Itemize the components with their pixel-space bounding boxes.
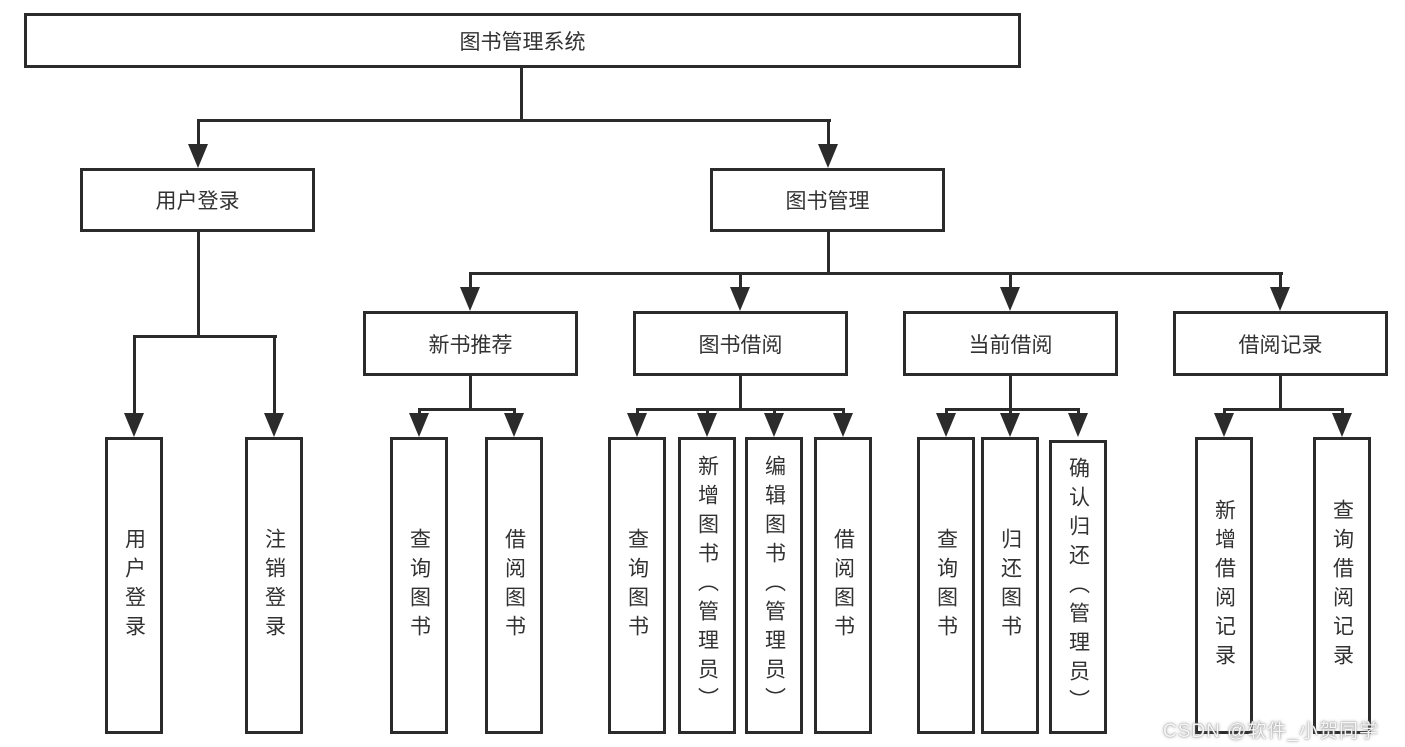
arrowhead-leaf <box>1000 413 1020 437</box>
node-label: 图书管理系统 <box>459 30 586 54</box>
node-label: 查询图书 <box>625 527 649 644</box>
node-label: 图书管理 <box>785 190 870 213</box>
leaf-newbook-borrow-books: 借阅图书 <box>485 437 543 734</box>
connector-new-book-bus <box>418 408 516 411</box>
connector-leaf-shaft <box>133 335 136 415</box>
node-book-management: 图书管理 <box>710 168 945 232</box>
csdn-watermark: CSDN @软件_小贺同学 <box>1163 721 1379 742</box>
node-book-borrowing: 图书借阅 <box>633 311 848 376</box>
connector-leaf-shaft <box>513 408 516 416</box>
leaf-borrow-query-books: 查询图书 <box>608 437 666 734</box>
leaf-current-query-books: 查询图书 <box>917 437 975 734</box>
connector-leaf-shaft <box>636 408 639 416</box>
node-label: 借阅记录 <box>1238 333 1323 357</box>
node-label: 用户登录 <box>155 190 240 213</box>
arrowhead-leaf <box>833 413 853 437</box>
arrowhead-leaf <box>409 413 429 437</box>
arrowhead-borrow-records <box>1270 287 1290 311</box>
arrowhead-leaf <box>264 413 284 437</box>
connector-current-borrow-bus <box>945 408 1080 411</box>
leaf-records-add-borrow-record: 新增借阅记录 <box>1195 437 1253 734</box>
arrowhead-current-borrow <box>1000 287 1020 311</box>
arrowhead-leaf <box>697 413 717 437</box>
node-new-book-recommend: 新书推荐 <box>363 311 578 376</box>
arrowhead-leaf <box>124 413 144 437</box>
arrowhead-leaf <box>1214 413 1234 437</box>
node-borrowing-records: 借阅记录 <box>1173 311 1388 376</box>
connector-leaf-shaft <box>842 408 845 416</box>
connector-leaf-shaft <box>273 335 276 415</box>
connector-leaf-shaft <box>773 408 776 416</box>
connector-leaf-shaft <box>418 408 421 416</box>
connector-current-borrow-stem <box>1009 376 1012 411</box>
arrowhead-leaf <box>1068 413 1088 437</box>
arrowhead-new-book <box>460 287 480 311</box>
leaf-current-return-books: 归还图书 <box>981 437 1039 734</box>
node-label: 借阅图书 <box>502 527 526 644</box>
node-label: 注销登录 <box>262 527 286 644</box>
leaf-current-confirm-return-admin: 确认归还（管理员） <box>1049 440 1107 734</box>
node-label: 当前借阅 <box>968 333 1053 357</box>
leaf-records-query-borrow-record: 查询借阅记录 <box>1313 437 1371 734</box>
node-current-borrowing: 当前借阅 <box>903 311 1118 376</box>
node-label: 编辑图书（管理员） <box>762 455 786 716</box>
connector-new-book-shaft <box>469 272 472 290</box>
node-label: 用户登录 <box>122 527 146 644</box>
leaf-borrow-borrow-books: 借阅图书 <box>814 437 872 734</box>
leaf-newbook-query-books: 查询图书 <box>390 437 448 734</box>
connector-book-borrow-stem <box>739 376 742 411</box>
leaf-borrow-edit-books-admin: 编辑图书（管理员） <box>745 437 803 734</box>
node-label: 新增图书（管理员） <box>695 455 719 716</box>
arrowhead-leaf <box>936 413 956 437</box>
leaf-logout: 注销登录 <box>245 437 303 734</box>
connector-borrow-records-bus <box>1223 408 1344 411</box>
connector-leaf-shaft <box>945 408 948 416</box>
connector-user-login-shaft <box>197 119 200 147</box>
node-label: 查询借阅记录 <box>1330 498 1354 673</box>
connector-book-mgmt-stem <box>827 232 830 275</box>
arrowhead-leaf <box>764 413 784 437</box>
connector-level2-bus <box>197 119 831 122</box>
arrowhead-leaf <box>504 413 524 437</box>
connector-book-borrow-bus <box>636 408 845 411</box>
node-label: 查询图书 <box>934 527 958 644</box>
arrowhead-book-borrow <box>730 287 750 311</box>
node-root-library-management-system: 图书管理系统 <box>24 13 1021 68</box>
connector-book-borrow-shaft <box>739 272 742 290</box>
node-label: 确认归还（管理员） <box>1066 456 1090 718</box>
node-label: 查询图书 <box>407 527 431 644</box>
arrowhead-user-login <box>188 144 208 168</box>
connector-current-borrow-shaft <box>1009 272 1012 290</box>
arrowhead-leaf <box>627 413 647 437</box>
connector-leaf-shaft <box>1223 408 1226 416</box>
arrowhead-book-mgmt <box>818 144 838 168</box>
connector-book-mgmt-shaft <box>827 119 830 147</box>
connector-leaf-shaft <box>1341 408 1344 416</box>
node-user-login: 用户登录 <box>80 168 315 232</box>
connector-new-book-stem <box>469 376 472 411</box>
connector-user-login-bus <box>133 335 277 338</box>
leaf-borrow-add-books-admin: 新增图书（管理员） <box>678 437 736 734</box>
leaf-user-login: 用户登录 <box>105 437 163 734</box>
node-label: 新书推荐 <box>428 333 513 357</box>
node-label: 借阅图书 <box>831 527 855 644</box>
arrowhead-leaf <box>1332 413 1352 437</box>
connector-leaf-shaft <box>1077 408 1080 416</box>
connector-user-login-stem <box>197 232 200 338</box>
connector-leaf-shaft <box>706 408 709 416</box>
connector-root-stem <box>520 68 523 122</box>
node-label: 图书借阅 <box>698 333 783 357</box>
connector-leaf-shaft <box>1009 408 1012 416</box>
connector-borrow-records-shaft <box>1279 272 1282 290</box>
connector-level3-bus <box>469 272 1283 275</box>
node-label: 新增借阅记录 <box>1212 498 1236 673</box>
connector-borrow-records-stem <box>1279 376 1282 411</box>
node-label: 归还图书 <box>998 527 1022 644</box>
